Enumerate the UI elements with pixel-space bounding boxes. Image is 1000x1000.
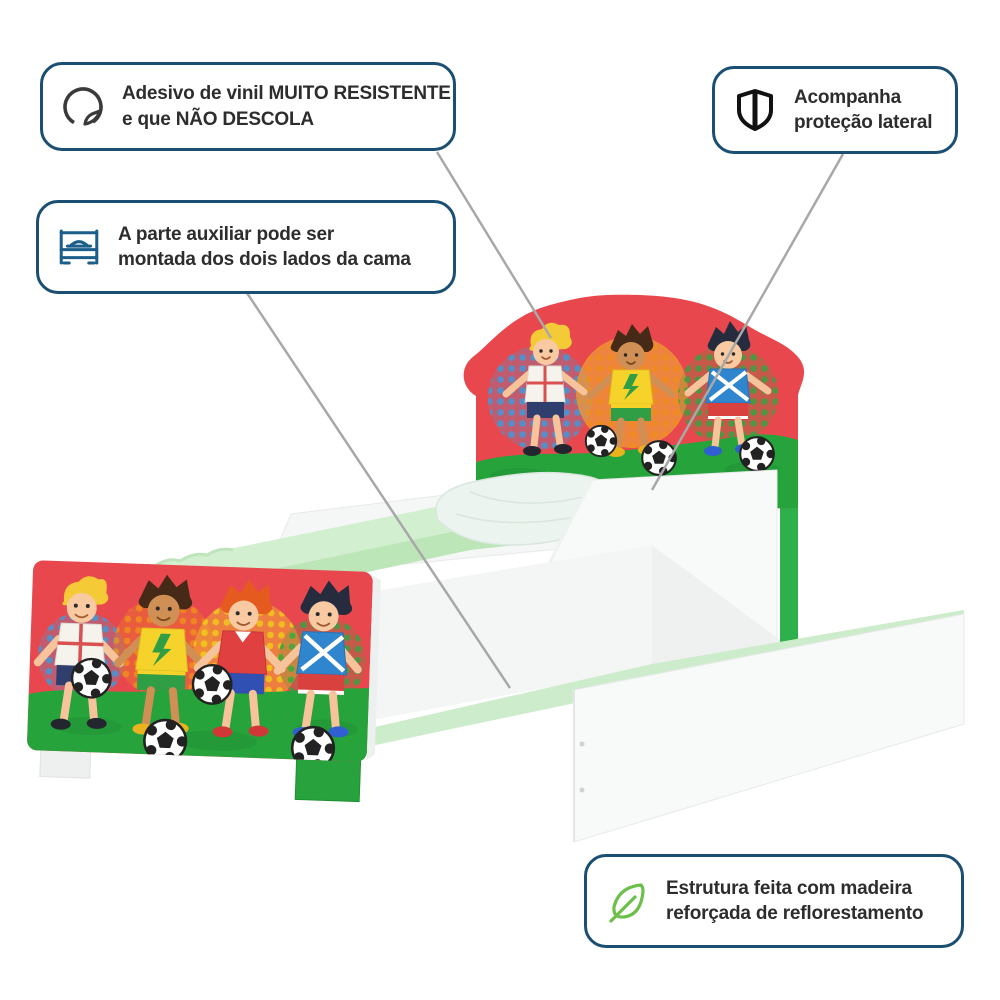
callout-auxiliary-bed-line2: montada dos dois lados da cama xyxy=(118,249,411,270)
bed-icon xyxy=(54,222,104,272)
leaf-icon xyxy=(602,876,652,926)
footboard xyxy=(26,560,381,803)
callout-auxiliary-bed: A parte auxiliar pode ser montada dos do… xyxy=(36,200,456,294)
callout-side-protection-text: Acompanha proteção lateral xyxy=(794,85,933,136)
footboard-boy-yellow xyxy=(113,574,206,735)
callout-vinyl-sticker: Adesivo de vinil MUITO RESISTENTE e que … xyxy=(40,62,456,151)
footboard-boy-blue xyxy=(273,580,362,739)
pointer-lines xyxy=(245,151,845,689)
callout-auxiliary-bed-line1: A parte auxiliar pode ser xyxy=(118,223,335,245)
callout-wood-structure-line2: reforçada de reflorestamento xyxy=(666,903,924,924)
sticker-icon xyxy=(58,82,108,132)
callout-wood-structure: Estrutura feita com madeira reforçada de… xyxy=(584,854,964,948)
trundle-bed xyxy=(300,610,965,843)
shield-icon xyxy=(730,85,780,135)
pointer-line-vinyl xyxy=(435,151,553,339)
callout-vinyl-line1: Adesivo de vinil MUITO RESISTENTE xyxy=(122,83,451,105)
callout-side-protection-line2: proteção lateral xyxy=(794,112,933,133)
headboard-boy-blonde xyxy=(502,322,588,456)
callout-wood-structure-line1: Estrutura feita com madeira xyxy=(666,877,912,899)
callout-side-protection: Acompanha proteção lateral xyxy=(712,66,958,154)
pointer-line-auxiliary xyxy=(245,292,512,689)
callout-side-protection-line1: Acompanha xyxy=(794,86,901,108)
pointer-line-protection xyxy=(650,153,845,491)
callout-vinyl-line2: e que NÃO DESCOLA xyxy=(122,108,314,130)
callout-auxiliary-bed-text: A parte auxiliar pode ser montada dos do… xyxy=(118,222,411,273)
headboard xyxy=(463,294,805,648)
callout-wood-structure-text: Estrutura feita com madeira reforçada de… xyxy=(666,876,924,927)
callout-vinyl-text: Adesivo de vinil MUITO RESISTENTE e que … xyxy=(122,81,451,132)
